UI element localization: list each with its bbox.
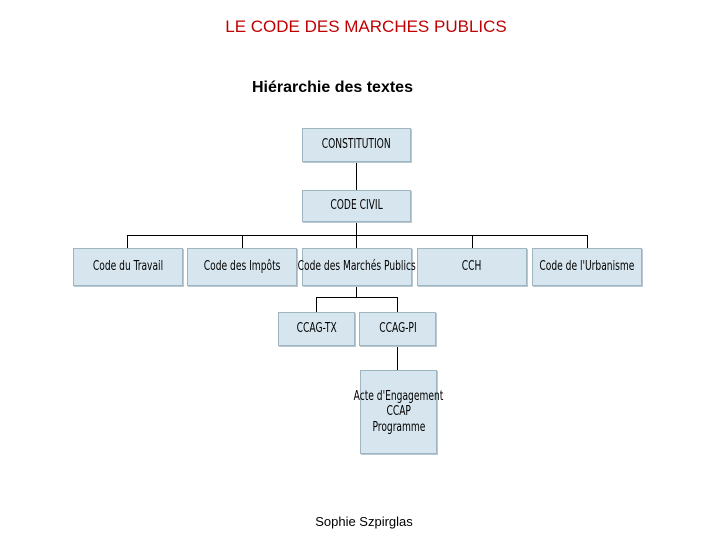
- box-code-des-marches-publics-label: Code des Marchés Publics: [297, 259, 417, 275]
- box-acte-engagement-label: Acte d'Engagement: [353, 388, 444, 404]
- box-ccag-tx-label: CCAG-TX: [296, 321, 337, 337]
- connector-level4-bus: [316, 297, 398, 298]
- box-constitution: CONSTITUTION: [302, 128, 411, 162]
- box-ccap-label: CCAP: [386, 404, 411, 420]
- box-ccag-pi-label: CCAG-PI: [378, 321, 417, 337]
- subtitle: Hiérarchie des textes: [252, 79, 413, 96]
- box-ccag-tx: CCAG-TX: [278, 312, 355, 346]
- footer-author: Sophie Szpirglas: [315, 514, 413, 529]
- box-code-des-impots: Code des Impôts: [187, 248, 297, 286]
- box-code-du-travail-label: Code du Travail: [92, 259, 164, 275]
- connector-drop-tx: [316, 297, 317, 312]
- box-code-du-travail: Code du Travail: [73, 248, 183, 286]
- box-cch-label: CCH: [462, 259, 482, 275]
- connector-drop-1: [127, 235, 128, 248]
- box-code-de-l-urbanisme: Code de l'Urbanisme: [532, 248, 642, 286]
- connector-drop-5: [587, 235, 588, 248]
- box-code-de-l-urbanisme-label: Code de l'Urbanisme: [539, 259, 635, 275]
- connector-drop-4: [472, 235, 473, 248]
- box-programme-label: Programme: [372, 419, 425, 435]
- connector-civil-bus: [356, 222, 357, 235]
- page-title: LE CODE DES MARCHES PUBLICS: [225, 17, 507, 36]
- box-pieces-marche: Acte d'Engagement CCAP Programme: [354, 370, 443, 454]
- box-code-des-impots-label: Code des Impôts: [203, 259, 281, 275]
- box-code-civil-label: CODE CIVIL: [330, 198, 383, 214]
- box-code-des-marches-publics: Code des Marchés Publics: [298, 248, 416, 286]
- box-cch: CCH: [417, 248, 527, 286]
- connector-level3-bus: [127, 235, 588, 236]
- box-ccag-pi: CCAG-PI: [359, 312, 436, 346]
- connector-drop-pi: [397, 297, 398, 312]
- connector-marches-bus: [356, 286, 357, 297]
- connector-drop-2: [242, 235, 243, 248]
- connector-pi-acte: [397, 346, 398, 370]
- box-constitution-label: CONSTITUTION: [322, 137, 391, 153]
- connector-drop-3: [356, 235, 357, 248]
- connector-constitution-civil: [356, 162, 357, 190]
- box-code-civil: CODE CIVIL: [302, 190, 411, 222]
